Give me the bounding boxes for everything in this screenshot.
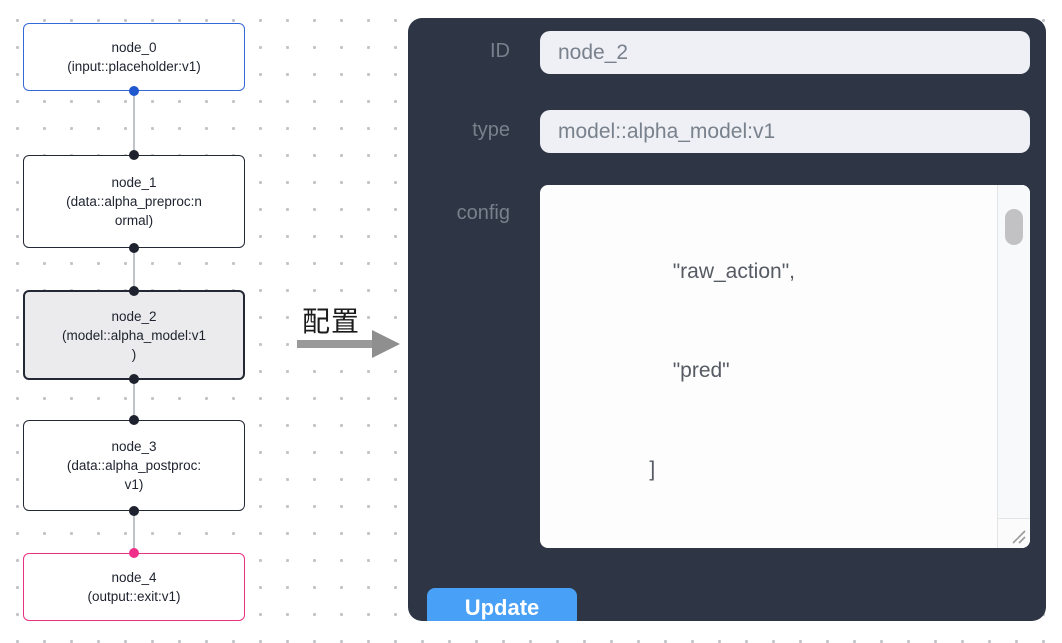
node-title: node_4 <box>111 570 157 585</box>
node-subtitle: (input::placeholder:v1) <box>67 59 201 74</box>
annotation-arrow-head-icon <box>372 330 400 358</box>
edge-node1-node2[interactable] <box>133 248 135 290</box>
update-button[interactable]: Update <box>427 588 577 621</box>
target-handle-node_4[interactable] <box>129 548 139 558</box>
node-node_4[interactable]: node_4 (output::exit:v1) <box>23 548 245 621</box>
config-scrollbar[interactable] <box>997 185 1030 518</box>
config-json-text: "raw_action", "pred" ] }, "trace": { "sc… <box>556 260 795 481</box>
node-title: node_2 <box>111 308 157 324</box>
node-node_0[interactable]: node_0 (input::placeholder:v1) <box>23 23 245 96</box>
config-scrollbar-thumb[interactable] <box>1005 209 1023 245</box>
config-textarea[interactable]: "raw_action", "pred" ] }, "trace": { "sc… <box>540 185 1030 548</box>
annotation-arrow <box>297 340 373 348</box>
id-label: ID <box>490 40 510 62</box>
edge-node3-node4[interactable] <box>133 511 135 553</box>
node-subtitle: v1) <box>124 477 144 492</box>
resize-grip-icon <box>1012 530 1026 544</box>
node-title: node_0 <box>111 40 157 55</box>
edge-node2-node3[interactable] <box>133 380 135 420</box>
node-node_3[interactable]: node_3 (data::alpha_postproc: v1) <box>23 415 245 516</box>
node-subtitle: (output::exit:v1) <box>87 589 181 604</box>
config-label: config <box>456 202 510 224</box>
node-title: node_1 <box>111 175 157 190</box>
config-resize-corner[interactable] <box>997 518 1030 548</box>
type-input[interactable] <box>540 110 1030 153</box>
target-handle-node_3[interactable] <box>129 415 139 425</box>
node-node_1[interactable]: node_1 (data::alpha_preproc:n ormal) <box>23 150 245 253</box>
node-node_2[interactable]: node_2 (model::alpha_model:v1 ) <box>23 286 245 384</box>
node-subtitle: (data::alpha_preproc:n <box>66 194 202 209</box>
node-subtitle: ormal) <box>114 213 154 228</box>
source-handle-node_3[interactable] <box>129 506 139 516</box>
target-handle-node_1[interactable] <box>129 150 139 160</box>
target-handle-node_2[interactable] <box>129 286 139 296</box>
id-input[interactable] <box>540 31 1030 74</box>
source-handle-node_1[interactable] <box>129 243 139 253</box>
source-handle-node_2[interactable] <box>129 374 139 384</box>
config-panel: ID type config "raw_action", "pred" ] },… <box>408 18 1046 621</box>
annotation-label: 配置 <box>301 306 360 337</box>
node-title: node_3 <box>111 439 157 454</box>
type-label: type <box>472 119 510 141</box>
node-subtitle: (model::alpha_model:v1 <box>61 327 207 343</box>
node-subtitle: (data::alpha_postproc: <box>66 458 202 473</box>
source-handle-node_0[interactable] <box>129 86 139 96</box>
edge-node0-node1[interactable] <box>133 91 135 155</box>
node-subtitle: ) <box>131 346 137 362</box>
